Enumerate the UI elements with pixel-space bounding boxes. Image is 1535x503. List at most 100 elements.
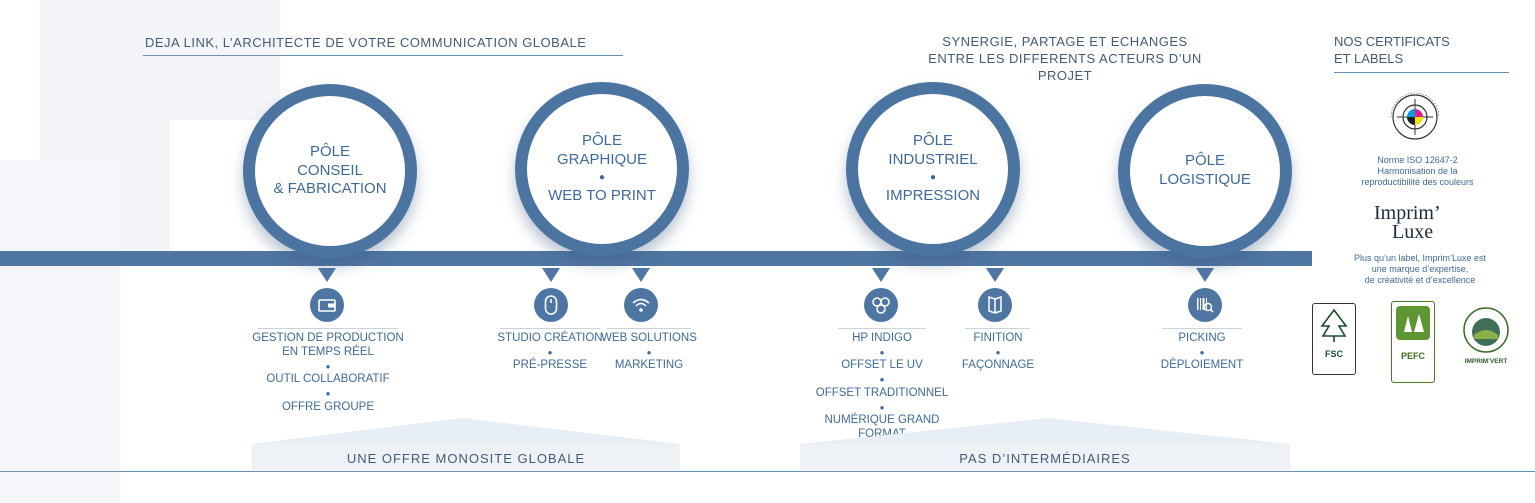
pointer-triangle — [986, 268, 1004, 282]
list-item: OFFSET LE UV — [841, 359, 923, 372]
bullet-dot: ● — [547, 347, 553, 357]
list-item: MARKETING — [614, 359, 684, 372]
fsc-tree-icon — [1320, 308, 1348, 342]
header-right-line2: ET LABELS — [1334, 50, 1404, 66]
header-middle-line1: SYNERGIE, PARTAGE ET ECHANGES — [942, 34, 1188, 49]
pointer-triangle — [872, 268, 890, 282]
imprimvert-text: IMPRIM’VERT — [1464, 358, 1508, 365]
wifi-icon — [624, 288, 658, 322]
separator-dot: ● — [598, 171, 606, 183]
print-services-list: HP INDIGO ● OFFSET LE UV ● OFFSET TRADIT… — [812, 332, 952, 442]
bullet-dot: ● — [646, 347, 652, 357]
pointer-triangle — [632, 268, 650, 282]
pointer-triangle — [318, 268, 336, 282]
imprimluxe-description: Plus qu’un label, Imprim’Luxe est une ma… — [1340, 253, 1500, 285]
header-right: NOS CERTIFICATS ET LABELS — [1334, 34, 1450, 68]
list-item: OFFSET TRADITIONNEL — [815, 386, 949, 399]
mouse-icon — [534, 288, 568, 322]
list-item: WEB SOLUTIONS — [601, 332, 697, 344]
imprimluxe-logo: Imprim’ Luxe — [1374, 202, 1464, 243]
list-item: STUDIO CRÉATION — [497, 332, 603, 344]
bullet-dot: ● — [1199, 347, 1205, 357]
pole-label: PÔLE — [912, 132, 954, 150]
fsc-label: FSC — [1312, 303, 1356, 375]
bullet-dot: ● — [879, 347, 885, 357]
list-item: FAÇONNAGE — [961, 359, 1035, 372]
finish-services-list: FINITION ● FAÇONNAGE — [950, 332, 1046, 373]
pefc-label: PEFC — [1391, 301, 1435, 383]
pole-subname: IMPRESSION — [885, 186, 981, 204]
list-item: PRÉ-PRESSE — [512, 359, 588, 372]
logistics-services-list: PICKING ● DÉPLOIEMENT — [1150, 332, 1254, 373]
list-item: NUMÉRIQUE GRAND — [824, 414, 940, 427]
iso-description: Norme ISO 12647-2 Harmonisation de la re… — [1345, 155, 1490, 187]
pefc-text: PEFC — [1400, 351, 1425, 361]
list-rule — [500, 328, 600, 329]
iso-line: reproductibilité des couleurs — [1361, 176, 1474, 187]
imprimluxe-line: Plus qu’un label, Imprim’Luxe est — [1353, 253, 1487, 263]
bullet-dot: ● — [879, 402, 885, 412]
separator-dot: ● — [929, 171, 937, 183]
studio-services-list: STUDIO CRÉATION ● PRÉ-PRESSE — [492, 332, 608, 373]
list-item: OUTIL COLLABORATIF — [266, 373, 390, 386]
header-middle: SYNERGIE, PARTAGE ET ECHANGES ENTRE LES … — [900, 34, 1230, 85]
list-rule — [607, 328, 691, 329]
iso-line: Norme ISO 12647-2 — [1377, 155, 1458, 165]
imprimluxe-logo-line1: Imprim’ — [1374, 202, 1441, 224]
watermark-logo — [0, 0, 280, 503]
header-right-line1: NOS CERTIFICATS — [1334, 34, 1450, 49]
pefc-trees-icon — [1396, 306, 1430, 340]
pointer-triangle — [1196, 268, 1214, 282]
list-item: OFFRE GROUPE — [281, 400, 374, 413]
imprimluxe-line: une marque d’expertise, — [1371, 263, 1469, 274]
pole-label: PÔLE — [1184, 152, 1226, 170]
pole-label: PÔLE — [309, 142, 351, 160]
barcode-search-icon — [1188, 288, 1222, 322]
list-rule — [1162, 328, 1242, 329]
pole-name: LOGISTIQUE — [1159, 171, 1251, 188]
footer-left-text: UNE OFFRE MONOSITE GLOBALE — [346, 451, 586, 466]
footer-right-text: PAS D’INTERMÉDIAIRES — [959, 451, 1131, 466]
header-left-rule — [143, 55, 623, 56]
list-rule — [965, 328, 1030, 329]
wallet-icon — [310, 288, 344, 322]
iso-certified-badge-icon — [1390, 92, 1440, 140]
pole-conseil-circle: PÔLE CONSEIL & FABRICATION — [243, 84, 417, 258]
fsc-text: FSC — [1325, 349, 1343, 359]
pointer-triangle — [542, 268, 560, 282]
pole-name: GRAPHIQUE — [556, 151, 647, 169]
web-services-list: WEB SOLUTIONS ● MARKETING — [600, 332, 698, 373]
timeline-bar — [0, 251, 1312, 266]
production-services-list: GESTION DE PRODUCTION EN TEMPS RÉEL ● OU… — [248, 332, 408, 414]
bullet-dot: ● — [995, 347, 1001, 357]
list-rule — [258, 328, 398, 329]
pole-industriel-circle: PÔLE INDUSTRIEL ● IMPRESSION — [846, 82, 1020, 256]
pole-subname: WEB TO PRINT — [548, 186, 656, 204]
list-item: FINITION — [973, 332, 1023, 344]
pole-name: CONSEIL — [297, 161, 363, 179]
list-item: DÉPLOIEMENT — [1160, 359, 1244, 372]
list-item: HP INDIGO — [852, 332, 912, 344]
pole-label: PÔLE — [581, 132, 623, 150]
folded-sheet-icon — [978, 288, 1012, 322]
bullet-dot: ● — [879, 375, 885, 385]
footer-bands — [0, 418, 1535, 472]
list-item: EN TEMPS RÉEL — [282, 345, 374, 358]
imprimvert-label: IMPRIM’VERT — [1461, 305, 1511, 365]
header-middle-line2: ENTRE LES DIFFERENTS ACTEURS D’UN PROJET — [928, 50, 1202, 83]
header-right-rule — [1334, 72, 1509, 73]
bullet-dot: ● — [325, 388, 331, 398]
pole-subname: & FABRICATION — [273, 180, 387, 198]
imprimvert-badge-icon — [1463, 307, 1509, 353]
list-item: GESTION DE PRODUCTION — [252, 332, 404, 344]
list-item: PICKING — [1178, 332, 1226, 344]
iso-line: Harmonisation de la — [1377, 165, 1458, 176]
pole-name: INDUSTRIEL — [888, 151, 978, 169]
pole-graphique-circle: PÔLE GRAPHIQUE ● WEB TO PRINT — [515, 82, 689, 256]
bullet-dot: ● — [325, 361, 331, 371]
imprimluxe-logo-line2: Luxe — [1392, 221, 1434, 243]
header-left-title: DEJA LINK, L’ARCHITECTE DE VOTRE COMMUNI… — [145, 35, 587, 50]
print-rollers-icon — [864, 288, 898, 322]
imprimluxe-line: de créativité et d’excellence — [1364, 274, 1476, 285]
pole-logistique-circle: PÔLE LOGISTIQUE — [1118, 84, 1292, 258]
